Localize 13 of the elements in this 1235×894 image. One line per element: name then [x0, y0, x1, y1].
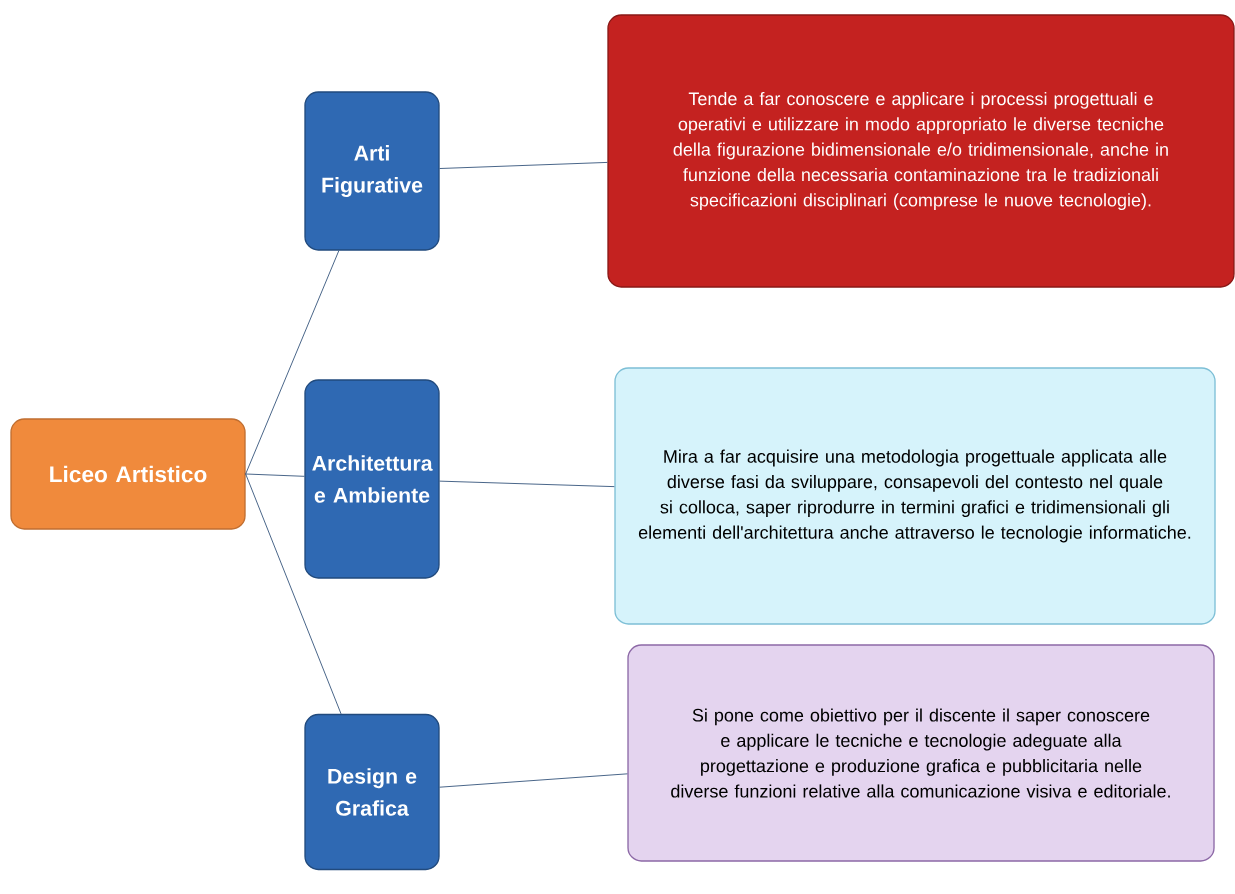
branch-box: Architettura e Ambiente: [304, 379, 440, 579]
connector-line: [245, 250, 340, 475]
topic-box: Liceo Artistico: [10, 418, 246, 530]
connector-line: [245, 473, 305, 477]
connector-line: [245, 473, 342, 715]
connector-line: [439, 162, 608, 169]
branch-box: Design e Grafica: [304, 713, 440, 871]
connector-line: [439, 480, 615, 488]
description-box: Si pone come obiettivo per il discente il saper conoscere e applicare le tecniche e tecnologie adeguate alla progettazione e produzione grafica e pubblicitaria nelle diverse funzioni relative alla comunicazione visiva e editoriale.: [627, 644, 1215, 862]
branch-box: Arti Figurative: [304, 91, 440, 251]
connector-line: [439, 773, 628, 788]
description-box: Tende a far conoscere e applicare i processi progettuali e operativi e utilizzare in modo appropriato le diverse tecniche della figurazione bidimensionale e/o tridimensionale, anche in funzione della necessaria contaminazione tra le tradizionali specificazioni disciplinari (comprese le nuove tecnologie).: [607, 14, 1235, 288]
description-box: Mira a far acquisire una metodologia progettuale applicata alle diverse fasi da sviluppare, consapevoli del contesto nel quale si colloca, saper riprodurre in termini grafici e tridimensionali gli elementi dell'architettura anche attraverso le tecnologie informatiche.: [614, 367, 1216, 625]
